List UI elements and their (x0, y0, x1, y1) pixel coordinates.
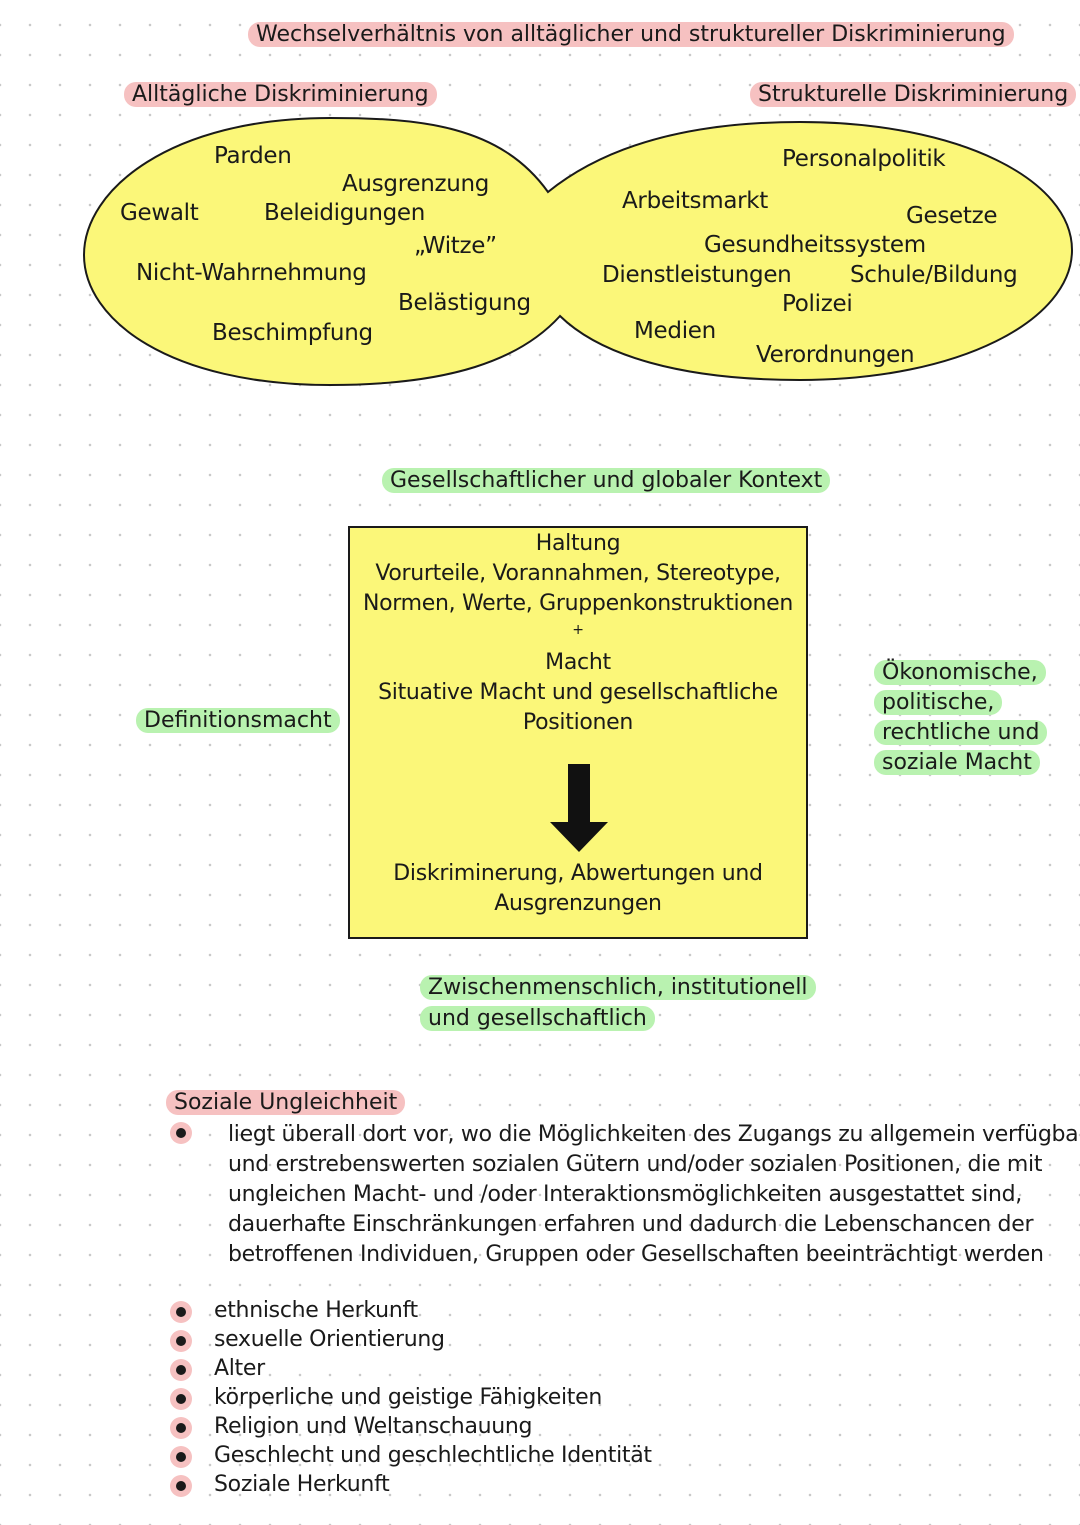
bullet-icon (170, 1359, 192, 1381)
box-haltung: Haltung (535, 531, 621, 556)
bullet-icon (170, 1388, 192, 1410)
bullet-icon (170, 1475, 192, 1497)
term-gesetze: Gesetze (906, 203, 998, 229)
bullet-icon (170, 1446, 192, 1468)
inequality-heading: Soziale Ungleichheit (166, 1090, 406, 1115)
levels-label: Zwischenmenschlich, institutionell und g… (420, 972, 816, 1034)
term-personalpolitik: Personalpolitik (782, 146, 946, 172)
inequality-definition: liegt überall dort vor, wo die Möglichke… (228, 1122, 1080, 1267)
box-vorurteile: Vorurteile, Vorannahmen, Stereotype, (375, 561, 781, 586)
bullet-icon (170, 1330, 192, 1352)
term-medien: Medien (634, 318, 716, 344)
box-result-line2: Ausgrenzungen (494, 891, 662, 916)
box-positionen: Positionen (522, 710, 634, 735)
term-witze: „Witze” (414, 233, 497, 259)
term-nicht-wahrnehmung: Nicht-Wahrnehmung (136, 260, 367, 286)
box-macht: Macht (545, 650, 611, 675)
term-schule-bildung: Schule/Bildung (850, 262, 1018, 288)
down-arrow-icon (550, 764, 608, 852)
definitionsmacht-label: Definitionsmacht (136, 708, 340, 733)
context-label: Gesellschaftlicher und globaler Kontext (382, 468, 831, 493)
bullet-icon (170, 1301, 192, 1323)
term-beleidigungen: Beleidigungen (264, 200, 426, 226)
box-plus: + (572, 622, 584, 638)
term-verordnungen: Verordnungen (756, 342, 915, 368)
list-item: körperliche und geistige Fähigkeiten (214, 1385, 602, 1410)
term-belaestigung: Belästigung (398, 290, 531, 316)
venn-ellipses (82, 116, 1074, 387)
list-item: Alter (214, 1356, 265, 1381)
box-result-line1: Diskriminerung, Abwertungen und (393, 861, 763, 886)
term-beschimpfung: Beschimpfung (212, 320, 373, 346)
box-normen: Normen, Werte, Gruppenkonstruktionen (362, 591, 794, 616)
box-situative-macht: Situative Macht und gesellschaftliche (378, 680, 778, 705)
attitude-power-box: Haltung Vorurteile, Vorannahmen, Stereot… (348, 526, 808, 939)
term-ausgrenzung: Ausgrenzung (342, 171, 490, 197)
list-item: ethnische Herkunft (214, 1298, 418, 1323)
term-gewalt: Gewalt (120, 200, 199, 226)
term-gesundheitssystem: Gesundheitssystem (704, 232, 926, 258)
macht-label: Ökonomische, politische, rechtliche und … (874, 658, 1048, 778)
right-heading: Strukturelle Diskriminierung (750, 82, 1077, 107)
page-title: Wechselverhältnis von alltäglicher und s… (248, 22, 1014, 47)
term-polizei: Polizei (782, 291, 853, 317)
term-parden: Parden (214, 143, 292, 169)
list-item: Religion und Weltanschauung (214, 1414, 533, 1439)
term-dienstleistungen: Dienstleistungen (602, 262, 792, 288)
list-item: Geschlecht und geschlechtliche Identität (214, 1443, 652, 1468)
bullet-icon (170, 1122, 192, 1144)
list-item: sexuelle Orientierung (214, 1327, 445, 1352)
list-item: Soziale Herkunft (214, 1472, 390, 1497)
term-arbeitsmarkt: Arbeitsmarkt (622, 188, 769, 214)
left-heading: Alltägliche Diskriminierung (124, 82, 437, 107)
bullet-icon (170, 1417, 192, 1439)
